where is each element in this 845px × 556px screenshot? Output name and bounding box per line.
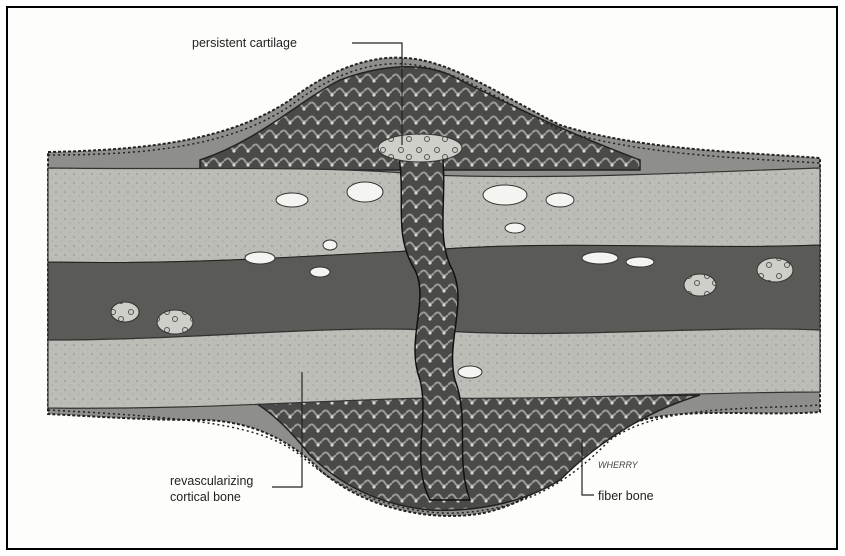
artist-signature: WHERRY bbox=[598, 460, 638, 471]
label-revascularizing: revascularizing cortical bone bbox=[170, 474, 253, 505]
label-persistent-cartilage: persistent cartilage bbox=[192, 36, 297, 52]
label-revascularizing-line2: cortical bone bbox=[170, 490, 253, 506]
label-fiber-bone: fiber bone bbox=[598, 489, 654, 505]
label-revascularizing-line1: revascularizing bbox=[170, 474, 253, 490]
